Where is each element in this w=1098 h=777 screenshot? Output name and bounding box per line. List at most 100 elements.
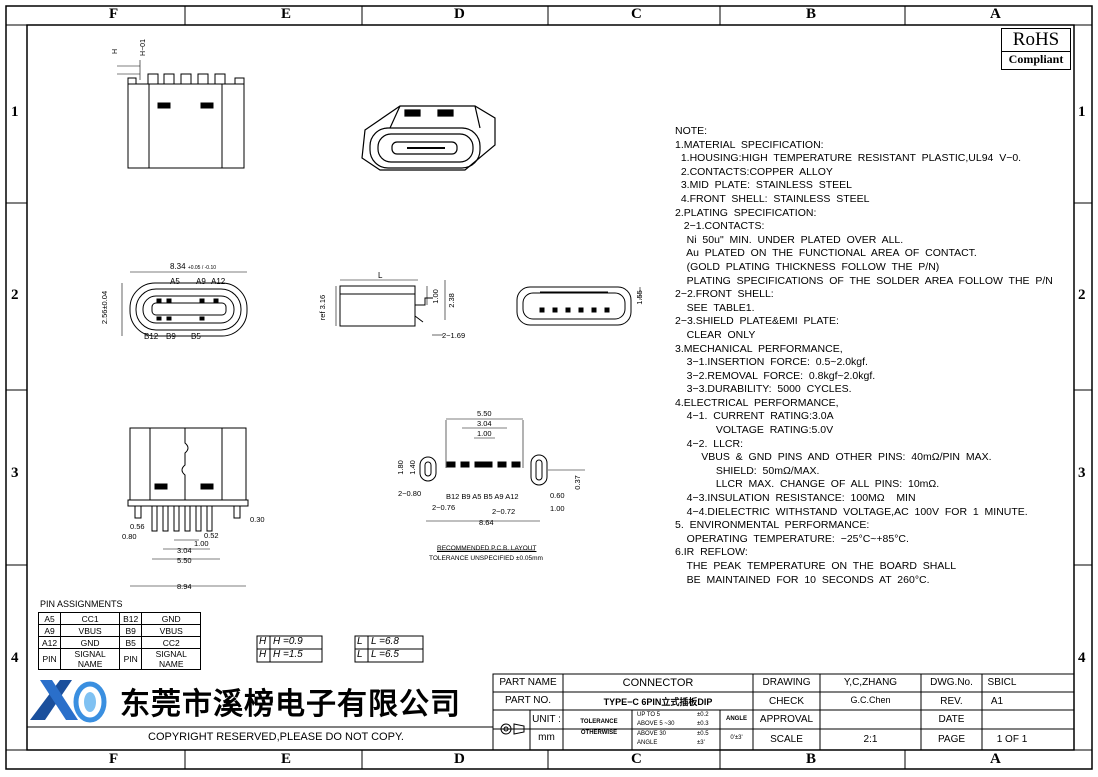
note-line: 1.MATERIAL SPECIFICATION: (675, 138, 824, 151)
angle-value: 0'±3' (730, 735, 743, 741)
approval-label: APPROVAL (759, 714, 814, 725)
angle-label: ANGLE (726, 716, 747, 722)
note-line: 6.IR REFLOW: (675, 546, 748, 559)
dim-h01: H−01 (139, 39, 147, 56)
note-line: 4−1. CURRENT RATING:3.0A (675, 410, 834, 423)
note-line: THE PEAK TEMPERATURE ON THE BOARD SHALL (675, 560, 957, 572)
h-table-r2a: H (259, 649, 267, 660)
note-line: Au PLATED ON THE FUNCTIONAL AREA OF CONT… (675, 247, 977, 260)
note-line: 2.CONTACTS:COPPER ALLOY (675, 165, 833, 178)
pin-table-cell: A5 (37, 612, 62, 625)
company-name: 东莞市溪榜电子有限公司 (120, 687, 461, 722)
note-line: 3−2.REMOVAL FORCE: 0.8kgf~2.0kgf. (675, 369, 876, 382)
pin-table-cell: GND (141, 612, 202, 625)
connector-bottom-view (127, 427, 249, 587)
l-table-r1b: L =6.8 (371, 636, 399, 647)
note-line: Ni 50u" MIN. UNDER PLATED OVER ALL. (675, 233, 904, 246)
zone-e-top: E (281, 6, 292, 22)
note-line: 4−2. LLCR: (675, 437, 743, 450)
zone-4-right: 4 (1078, 650, 1086, 666)
title-block-grid (27, 673, 1075, 751)
note-line: 3−3.DURABILITY: 5000 CYCLES. (675, 383, 852, 396)
page-value: 1 OF 1 (996, 734, 1028, 745)
connector-front-view (121, 271, 248, 337)
tol-above530: ABOVE 5 ~30 (637, 721, 675, 727)
unit-label: UNIT : (532, 714, 561, 725)
pcb-dim-864: 8.64 (479, 518, 494, 527)
pin-table-cell: CC1 (60, 612, 121, 625)
part-name-label: PART NAME (499, 677, 557, 688)
dim-100: 1.00 (430, 289, 440, 304)
note-line: CLEAR ONLY (675, 328, 756, 341)
note-line: LLCR MAX. CHANGE OF ALL PINS: 10mΩ. (675, 478, 940, 491)
pin-table-cell: CC2 (141, 636, 202, 649)
connector-rear-view (516, 286, 641, 326)
l-table-r2b: L =6.5 (371, 649, 399, 660)
drawing-label: DRAWING (762, 677, 811, 688)
note-line: VOLTAGE RATING:5.0V (675, 424, 834, 437)
scale-value: 2:1 (863, 734, 878, 745)
h-table-grid (256, 635, 424, 663)
bottom-dim-894: 8.94 (177, 582, 192, 591)
pin-table-cell: SIGNAL NAME (60, 648, 121, 670)
note-line: 3.MID PLATE: STAINLESS STEEL (675, 179, 852, 192)
pcb-title: RECOMMENDED P.C.B. LAYOUT (437, 545, 537, 552)
zone-c-bottom: C (631, 751, 642, 767)
rohs-line1: RoHS (1012, 29, 1060, 50)
zone-2-right: 2 (1078, 287, 1086, 303)
zone-f-top: F (109, 6, 119, 22)
bottom-dim-056: 0.56 (130, 522, 145, 531)
note-line: 4−4.DIELECTRIC WITHSTAND VOLTAGE,AC 100V… (675, 505, 1028, 518)
otherwise-label: OTHERWISE (580, 730, 618, 736)
pin-label-b5: B5 (191, 332, 201, 341)
pin-label-b12: B12 (144, 332, 159, 341)
zone-d-bottom: D (454, 751, 465, 767)
page-label: PAGE (937, 734, 966, 745)
zone-b-bottom: B (806, 751, 817, 767)
rohs-badge: RoHS Compliant (1001, 28, 1071, 70)
note-line: 5. ENVIRONMENTAL PERFORMANCE: (675, 519, 870, 532)
zone-b-top: B (806, 6, 817, 22)
pcb-dim-180: 1.80 (395, 460, 405, 475)
pin-table-cell: VBUS (141, 624, 202, 637)
zone-f-bottom: F (109, 751, 119, 767)
pin-label-a5: A5 (170, 277, 180, 286)
note-line: 2−1.CONTACTS: (675, 220, 765, 233)
note-line: (GOLD PLATING THICKNESS FOLLOW THE P/N) (675, 260, 940, 273)
pcb-pin-row: B12 B9 A5 B5 A9 A12 (446, 492, 519, 501)
tol-angle: ANGLE (637, 740, 658, 746)
pcb-tolerance: TOLERANCE UNSPECIFIED ±0.05mm (429, 555, 543, 562)
bottom-dim-304: 3.04 (177, 546, 192, 555)
note-line: 2−2.FRONT SHELL: (675, 288, 774, 301)
note-line: PLATING SPECIFICATIONS OF THE SOLDER ARE… (675, 274, 1053, 287)
bottom-dim-550: 5.50 (177, 556, 192, 565)
pin-table-cell: B12 (119, 612, 143, 625)
pin-table-cell: B5 (119, 636, 143, 649)
pin-table-cell: PIN (119, 648, 143, 670)
pin-table-cell: SIGNAL NAME (141, 648, 202, 670)
dwg-no-label: DWG.No. (930, 677, 973, 688)
tol-05: ±0.5 (697, 731, 709, 737)
connector-isometric-view (361, 105, 496, 171)
dim-h-top: H (112, 48, 120, 55)
pin-table-cell: VBUS (60, 624, 121, 637)
unit-value: mm (538, 732, 555, 743)
pin-label-a9: A9 (196, 277, 206, 286)
check-value: G.C.Chen (850, 695, 891, 705)
dim-width-834: 8.34 +0.05 / -0.10 (170, 262, 216, 271)
note-line: 4.ELECTRICAL PERFORMANCE, (675, 396, 839, 409)
dim-169: 2−1.69 (442, 331, 466, 340)
pin-table-cell: GND (60, 636, 121, 649)
pcb-dim-060: 0.60 (550, 491, 565, 500)
note-line: SHIELD: 50mΩ/MAX. (675, 464, 820, 477)
rohs-line2: Compliant (1002, 51, 1070, 66)
dim-155: 1.55 (634, 290, 644, 305)
zone-a-bottom: A (990, 751, 1001, 767)
rev-value: A1 (990, 696, 1004, 707)
dwg-no-value: SBICL (987, 677, 1017, 688)
